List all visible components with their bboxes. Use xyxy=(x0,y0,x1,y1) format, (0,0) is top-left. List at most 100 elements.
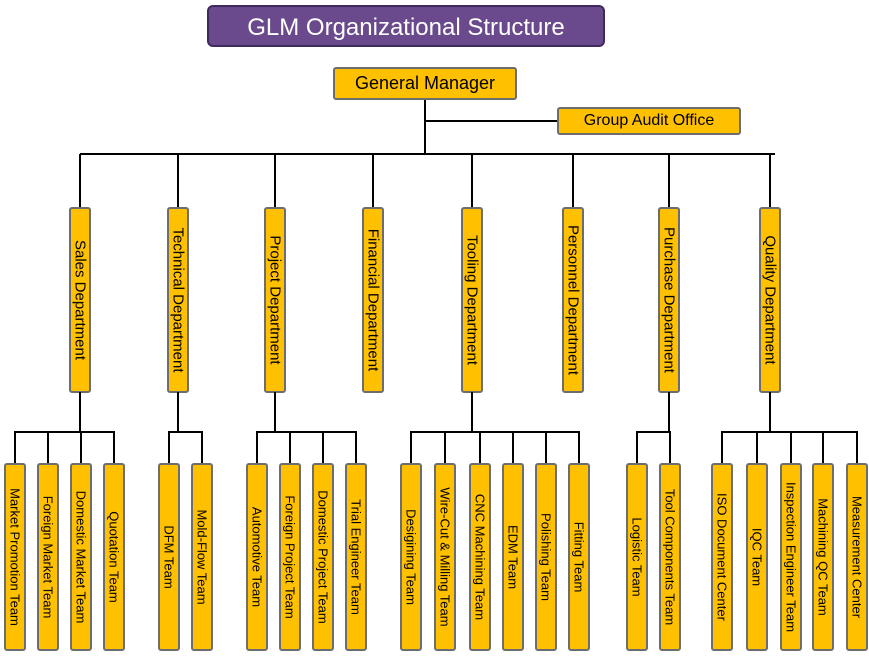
team-drop-connector xyxy=(47,432,49,464)
team-box-fitting-team-label: Fitting Team xyxy=(571,521,587,593)
department-box-technical-department: Technical Department xyxy=(167,207,189,393)
team-drop-connector xyxy=(856,432,858,464)
team-drop-connector xyxy=(113,432,115,464)
team-drop-connector xyxy=(289,432,291,464)
department-box-tooling-department: Tooling Department xyxy=(461,207,483,393)
team-box-logistic-team-label: Logistic Team xyxy=(629,517,645,597)
team-box-market-promotion-team: Market Promotion Team xyxy=(4,463,26,651)
team-box-foreign-project-team: Foreign Project Team xyxy=(279,463,301,651)
team-box-polishing-team-label: Polishing Team xyxy=(538,513,554,601)
department-box-purchase-department-label: Purchase Department xyxy=(660,227,678,373)
team-box-wire-cut-and-milling-team: Wire-Cut & Milling Team xyxy=(434,463,456,651)
team-box-iqc-team: IQC Team xyxy=(746,463,768,651)
team-drop-connector xyxy=(168,432,170,464)
team-box-market-promotion-team-label: Market Promotion Team xyxy=(7,488,23,626)
team-bus-connector xyxy=(636,431,671,433)
team-box-polishing-team: Polishing Team xyxy=(535,463,557,651)
team-drop-connector xyxy=(479,432,481,464)
team-box-trial-engineer-team-label: Trial Engineer Team xyxy=(348,499,364,615)
team-box-logistic-team: Logistic Team xyxy=(626,463,648,651)
department-box-personnel-department: Personnel Department xyxy=(562,207,584,393)
department-box-financial-department-label: Financial Department xyxy=(364,228,382,372)
department-box-purchase-department: Purchase Department xyxy=(658,207,680,393)
department-box-sales-department-label: Sales Department xyxy=(71,239,89,361)
team-box-tool-components-team: Tool Components Team xyxy=(659,463,681,651)
team-box-fitting-team: Fitting Team xyxy=(568,463,590,651)
chart-title: GLM Organizational Structure xyxy=(207,5,605,47)
team-drop-connector xyxy=(578,432,580,464)
team-drop-connector xyxy=(545,432,547,464)
group-audit-office-box: Group Audit Office xyxy=(557,107,741,135)
team-box-desigining-team-label: Desigining Team xyxy=(403,509,419,605)
team-bus-connector xyxy=(256,431,357,433)
department-drop-connector xyxy=(79,154,81,208)
team-bus-connector xyxy=(14,431,115,433)
team-box-domestic-project-team: Domestic Project Team xyxy=(312,463,334,651)
team-drop-connector xyxy=(790,432,792,464)
department-drop-connector xyxy=(372,154,374,208)
team-drop-connector xyxy=(512,432,514,464)
team-box-foreign-project-team-label: Foreign Project Team xyxy=(282,495,298,619)
team-drop-connector xyxy=(256,432,258,464)
team-stem-connector xyxy=(769,392,771,432)
department-drop-connector xyxy=(274,154,276,208)
department-box-sales-department: Sales Department xyxy=(69,207,91,393)
team-box-cnc-machining-team: CNC Machining Team xyxy=(469,463,491,651)
team-stem-connector xyxy=(471,392,473,432)
team-box-measurement-center: Measurement Center xyxy=(846,463,868,651)
team-bus-connector xyxy=(721,431,858,433)
team-box-measurement-center-label: Measurement Center xyxy=(849,495,865,619)
department-drop-connector xyxy=(471,154,473,208)
department-drop-connector xyxy=(769,154,771,208)
team-box-cnc-machining-team-label: CNC Machining Team xyxy=(472,493,488,621)
team-box-mold-flow-team-label: Mold-Flow Team xyxy=(194,509,210,605)
team-drop-connector xyxy=(80,432,82,464)
team-drop-connector xyxy=(721,432,723,464)
team-box-foreign-market-team-label: Foreign Market Team xyxy=(40,495,56,619)
team-box-domestic-market-team-label: Domestic Market Team xyxy=(73,490,89,624)
team-drop-connector xyxy=(669,432,671,464)
team-drop-connector xyxy=(756,432,758,464)
team-box-automotive-team: Automotive Team xyxy=(246,463,268,651)
team-stem-connector xyxy=(79,392,81,432)
team-box-machining-qc-team-label: Machining QC Team xyxy=(815,498,831,616)
team-drop-connector xyxy=(410,432,412,464)
department-bus-connector xyxy=(80,153,775,155)
gm-stem-connector xyxy=(424,100,426,154)
team-drop-connector xyxy=(355,432,357,464)
team-box-automotive-team-label: Automotive Team xyxy=(249,506,265,608)
team-stem-connector xyxy=(177,392,179,432)
team-box-inspection-engineer-team: Inspection Engineer Team xyxy=(780,463,802,651)
department-box-tooling-department-label: Tooling Department xyxy=(463,234,481,366)
team-box-machining-qc-team: Machining QC Team xyxy=(812,463,834,651)
team-box-quotation-team-label: Quotation Team xyxy=(106,511,122,603)
team-box-domestic-project-team-label: Domestic Project Team xyxy=(315,490,331,624)
department-box-project-department-label: Project Department xyxy=(266,235,284,365)
team-box-tool-components-team-label: Tool Components Team xyxy=(662,488,678,626)
team-box-iso-document-center: ISO Document Center xyxy=(711,463,733,651)
team-stem-connector xyxy=(668,392,670,432)
department-box-personnel-department-label: Personnel Department xyxy=(564,224,582,376)
team-box-edm-team: EDM Team xyxy=(502,463,524,651)
team-box-dfm-team: DFM Team xyxy=(158,463,180,651)
audit-connector xyxy=(424,120,558,122)
department-box-quality-department-label: Quality Department xyxy=(761,235,779,365)
department-drop-connector xyxy=(572,154,574,208)
general-manager-box: General Manager xyxy=(333,67,517,100)
team-stem-connector xyxy=(274,392,276,432)
department-box-project-department: Project Department xyxy=(264,207,286,393)
team-bus-connector xyxy=(410,431,580,433)
department-drop-connector xyxy=(668,154,670,208)
team-box-iqc-team-label: IQC Team xyxy=(749,527,765,587)
team-box-mold-flow-team: Mold-Flow Team xyxy=(191,463,213,651)
team-box-wire-cut-and-milling-team-label: Wire-Cut & Milling Team xyxy=(437,487,453,627)
team-drop-connector xyxy=(14,432,16,464)
team-box-dfm-team-label: DFM Team xyxy=(161,525,177,589)
department-box-technical-department-label: Technical Department xyxy=(169,227,187,373)
team-box-iso-document-center-label: ISO Document Center xyxy=(714,493,730,621)
team-box-domestic-market-team: Domestic Market Team xyxy=(70,463,92,651)
team-drop-connector xyxy=(201,432,203,464)
team-box-desigining-team: Desigining Team xyxy=(400,463,422,651)
team-drop-connector xyxy=(322,432,324,464)
